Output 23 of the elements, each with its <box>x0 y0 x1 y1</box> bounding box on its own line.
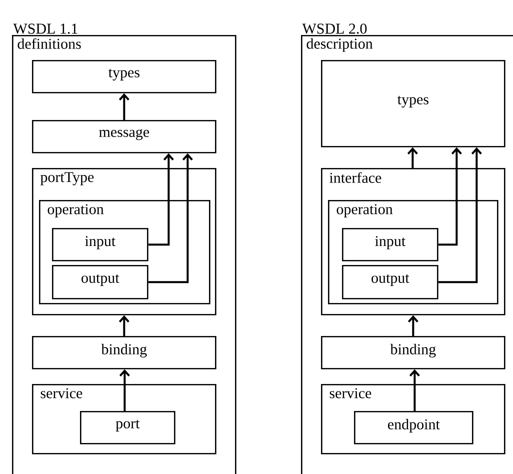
element-box: input <box>52 228 148 262</box>
node-label: WSDL 1.1 <box>13 24 78 34</box>
arrow <box>407 147 418 168</box>
element-box: output <box>342 265 438 300</box>
element-box: output <box>52 265 148 300</box>
element-box: types <box>32 60 216 94</box>
arrow <box>119 369 130 411</box>
element-box: binding <box>32 336 216 370</box>
arrow <box>438 147 482 284</box>
arrow <box>148 153 174 246</box>
arrow <box>409 369 420 411</box>
element-box: endpoint <box>354 411 474 444</box>
arrow <box>118 93 130 120</box>
arrow <box>118 315 130 336</box>
element-box: binding <box>321 336 506 370</box>
arrow <box>408 315 418 336</box>
element-box: types <box>321 60 506 148</box>
element-box: input <box>342 228 438 262</box>
node-label: WSDL 2.0 <box>302 24 367 34</box>
arrow <box>148 153 193 284</box>
element-box: message <box>32 120 216 154</box>
element-box: port <box>80 411 176 444</box>
arrow <box>438 147 462 246</box>
